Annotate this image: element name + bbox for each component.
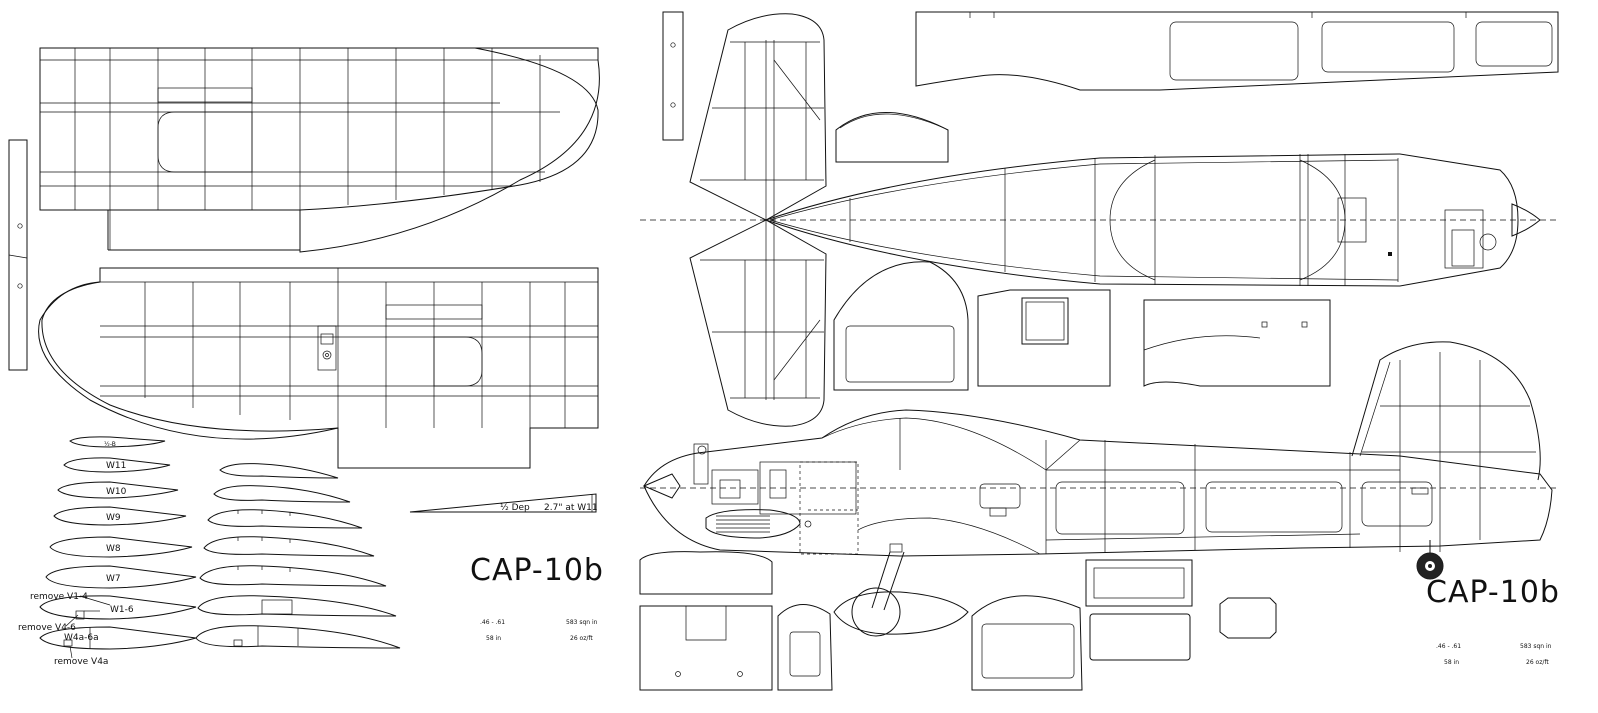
- plan-title-right: CAP-10b: [1426, 575, 1560, 610]
- rib-label-w10: W10: [106, 487, 127, 497]
- dihedral-gauge: ½ Dep 2.7" at W11: [409, 493, 598, 513]
- spec-engine-right: .46 - .61: [1436, 643, 1461, 650]
- fuselage-doubler: [1143, 299, 1331, 387]
- rib-label-w8: W8: [106, 544, 121, 554]
- rib-label-w4a-6a: W4a-6a: [64, 633, 99, 643]
- former-f1: [835, 112, 949, 163]
- rib-label-w1-6: W1-6: [110, 605, 134, 615]
- horizontal-stabilizer: [689, 13, 827, 427]
- stab-strip: [662, 11, 684, 141]
- fuselage-side-view: [642, 341, 1553, 637]
- spec-loading-left: 26 oz/ft: [570, 635, 593, 642]
- wing-ribs-left: ½-B W11 W10 W9 W8 W7 W1-6 W4a-6a remove …: [18, 436, 197, 667]
- dihedral-value: 2.7" at W11: [544, 503, 598, 513]
- rib-label-w7: W7: [106, 574, 121, 584]
- rib-label-b: ½-B: [104, 441, 116, 448]
- dihedral-label: ½ Dep: [500, 503, 530, 513]
- spec-area-right: 583 sqn in: [1520, 643, 1552, 650]
- plan-title-left: CAP-10b: [470, 553, 604, 588]
- spec-engine-left: .46 - .61: [480, 619, 505, 626]
- note-remove-v1-4: remove V1-4: [30, 592, 88, 602]
- spec-loading-right: 26 oz/ft: [1526, 659, 1549, 666]
- spec-area-left: 583 sqn in: [566, 619, 598, 626]
- aileron-strip: [8, 139, 28, 371]
- rib-label-w11: W11: [106, 461, 126, 471]
- rib-label-w9: W9: [106, 513, 121, 523]
- spec-span-right: 58 in: [1444, 659, 1459, 666]
- wing-ribs-middle: [195, 463, 401, 649]
- former-f2: [833, 261, 969, 391]
- note-remove-v4-6: remove V4-6: [18, 623, 76, 633]
- top-sheet-side: [915, 11, 1559, 91]
- title-block-right: CAP-10b .46 - .61 583 sqn in 58 in 26 oz…: [1426, 575, 1560, 666]
- spec-span-left: 58 in: [486, 635, 501, 642]
- lower-wing-panel: [38, 267, 599, 469]
- firewall-plate: [977, 289, 1111, 387]
- note-remove-v4a: remove V4a: [54, 657, 108, 667]
- upper-wing-panel: [39, 47, 600, 253]
- title-block-left: CAP-10b .46 - .61 583 sqn in 58 in 26 oz…: [470, 553, 604, 642]
- small-parts-right: [639, 551, 1277, 691]
